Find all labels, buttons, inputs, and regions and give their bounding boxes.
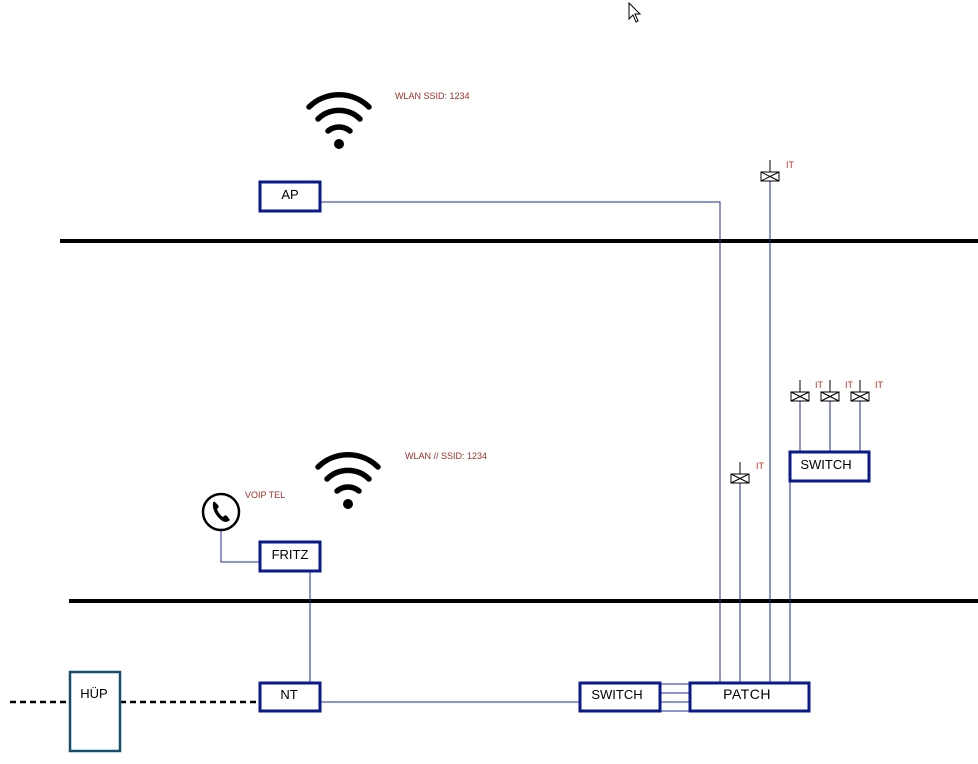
it-socket-switch-2: IT xyxy=(820,380,854,402)
hup-label: HÜP xyxy=(80,686,107,701)
it-socket-switch-2-label: IT xyxy=(845,380,854,390)
it-socket-mid: IT xyxy=(730,461,765,484)
wlan-top-note: WLAN SSID: 1234 xyxy=(395,91,470,101)
it-socket-switch-3-label: IT xyxy=(875,380,884,390)
ap-label: AP xyxy=(281,187,298,202)
nt-box[interactable]: NT xyxy=(258,681,322,713)
hup-box[interactable]: HÜP xyxy=(68,670,122,753)
fritz-box[interactable]: FRITZ xyxy=(258,540,322,573)
phone-icon[interactable] xyxy=(201,492,241,532)
switch-ground-label: SWITCH xyxy=(591,687,642,702)
patch-box[interactable]: PATCH xyxy=(688,681,811,713)
fritz-label: FRITZ xyxy=(272,547,309,562)
wifi-icon xyxy=(315,452,381,509)
switch-ground-box[interactable]: SWITCH xyxy=(578,681,662,713)
it-socket-switch-1-label: IT xyxy=(815,380,824,390)
it-socket-top-label: IT xyxy=(786,160,795,170)
wiring xyxy=(220,160,861,712)
ap-box[interactable]: AP xyxy=(258,180,322,213)
it-socket-switch-1: IT xyxy=(790,380,824,402)
voip-note: VOIP TEL xyxy=(245,490,285,500)
nt-label: NT xyxy=(280,687,297,702)
wifi-icon xyxy=(306,92,372,149)
it-socket-mid-label: IT xyxy=(756,461,765,471)
patch-label: PATCH xyxy=(723,686,771,702)
it-socket-top: IT xyxy=(760,160,795,182)
it-socket-switch-3: IT xyxy=(850,380,884,402)
wlan-mid-note: WLAN // SSID: 1234 xyxy=(405,451,487,461)
cursor-icon xyxy=(628,1,642,23)
switch-mid-label: SWITCH xyxy=(800,457,851,472)
switch-mid-box[interactable]: SWITCH xyxy=(788,450,871,483)
